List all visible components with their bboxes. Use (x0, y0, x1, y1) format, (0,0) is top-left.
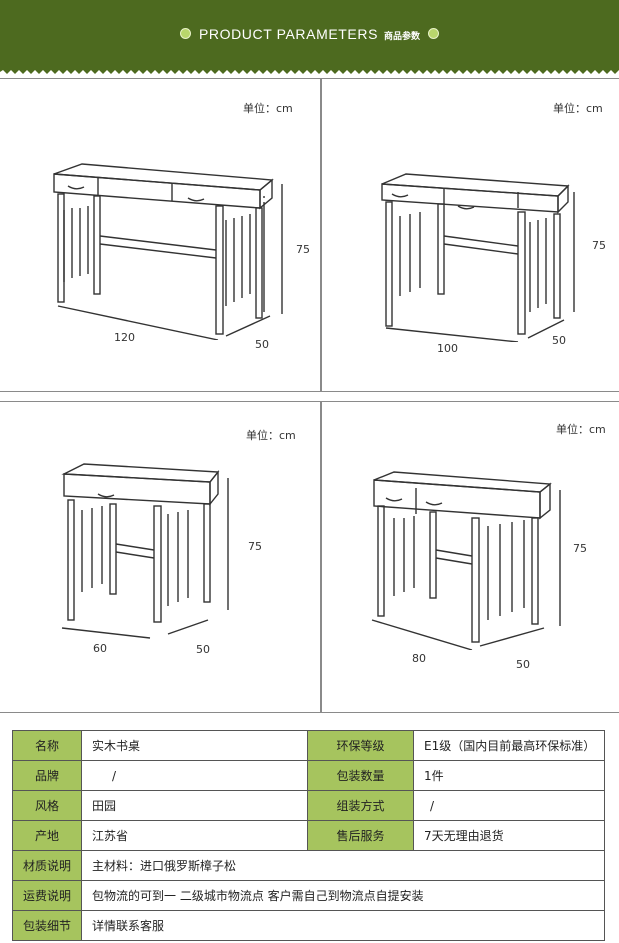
product-parameter-table: 名称 实木书桌 环保等级 E1级（国内目前最高环保标准） 品牌 / 包装数量 1… (12, 730, 605, 941)
length-value: 60 (93, 642, 107, 655)
table-row: 产地 江苏省 售后服务 7天无理由退货 (12, 820, 605, 851)
depth-value: 50 (516, 658, 530, 671)
param-value-brand: / (81, 760, 308, 791)
bullet-dot-icon (428, 28, 440, 39)
dimension-panel-100 (321, 78, 619, 392)
param-value-packaging: 详情联系客服 (81, 910, 605, 941)
param-value-after-sales: 7天无理由退货 (413, 820, 605, 851)
param-key-brand: 品牌 (12, 760, 82, 791)
param-key-name: 名称 (12, 730, 82, 761)
unit-label: 单位：cm (243, 102, 293, 115)
unit-label: 单位：cm (553, 102, 603, 115)
header-banner (0, 0, 619, 70)
height-value: 75 (248, 540, 262, 553)
depth-value: 50 (196, 643, 210, 656)
dimension-panel-120 (0, 78, 321, 392)
param-value-assembly: / (413, 790, 605, 821)
param-value-style: 田园 (81, 790, 308, 821)
table-row: 运费说明 包物流的可到一 二级城市物流点 客户需自己到物流点自提安装 (12, 880, 605, 911)
dimension-panel-80 (321, 401, 619, 713)
height-value: 75 (573, 542, 587, 555)
table-row: 材质说明 主材料：进口俄罗斯樟子松 (12, 850, 605, 881)
param-key-package-qty: 包装数量 (307, 760, 414, 791)
param-key-after-sales: 售后服务 (307, 820, 414, 851)
unit-label: 单位：cm (556, 423, 606, 436)
table-row: 包装细节 详情联系客服 (12, 910, 605, 941)
param-key-assembly: 组装方式 (307, 790, 414, 821)
bullet-dot-icon (179, 28, 191, 39)
length-value: 80 (412, 652, 426, 665)
param-key-origin: 产地 (12, 820, 82, 851)
desk-drawing-120 (53, 163, 283, 340)
param-key-packaging: 包装细节 (12, 910, 82, 941)
depth-value: 50 (255, 338, 269, 351)
unit-label: 单位：cm (246, 429, 296, 442)
length-value: 120 (114, 331, 135, 344)
desk-drawing-60 (61, 463, 229, 639)
param-key-style: 风格 (12, 790, 82, 821)
desk-drawing-80 (371, 471, 561, 650)
param-value-material: 主材料：进口俄罗斯樟子松 (81, 850, 605, 881)
desk-drawing-100 (381, 173, 575, 342)
table-row: 品牌 / 包装数量 1件 (12, 760, 605, 791)
height-value: 75 (592, 239, 606, 252)
banner-zigzag-edge (0, 66, 619, 74)
section-title: PRODUCT PARAMETERS 商品参数 (0, 24, 619, 43)
param-key-material: 材质说明 (12, 850, 82, 881)
param-key-eco-grade: 环保等级 (307, 730, 414, 761)
title-english: PRODUCT PARAMETERS (198, 26, 379, 42)
param-value-package-qty: 1件 (413, 760, 605, 791)
param-value-eco-grade: E1级（国内目前最高环保标准） (413, 730, 605, 761)
param-value-shipping: 包物流的可到一 二级城市物流点 客户需自己到物流点自提安装 (81, 880, 605, 911)
title-chinese: 商品参数 (384, 32, 421, 42)
length-value: 100 (437, 342, 458, 355)
param-key-shipping: 运费说明 (12, 880, 82, 911)
table-row: 名称 实木书桌 环保等级 E1级（国内目前最高环保标准） (12, 730, 605, 761)
param-value-origin: 江苏省 (81, 820, 308, 851)
depth-value: 50 (552, 334, 566, 347)
height-value: 75 (296, 243, 310, 256)
param-value-name: 实木书桌 (81, 730, 308, 761)
table-row: 风格 田园 组装方式 / (12, 790, 605, 821)
